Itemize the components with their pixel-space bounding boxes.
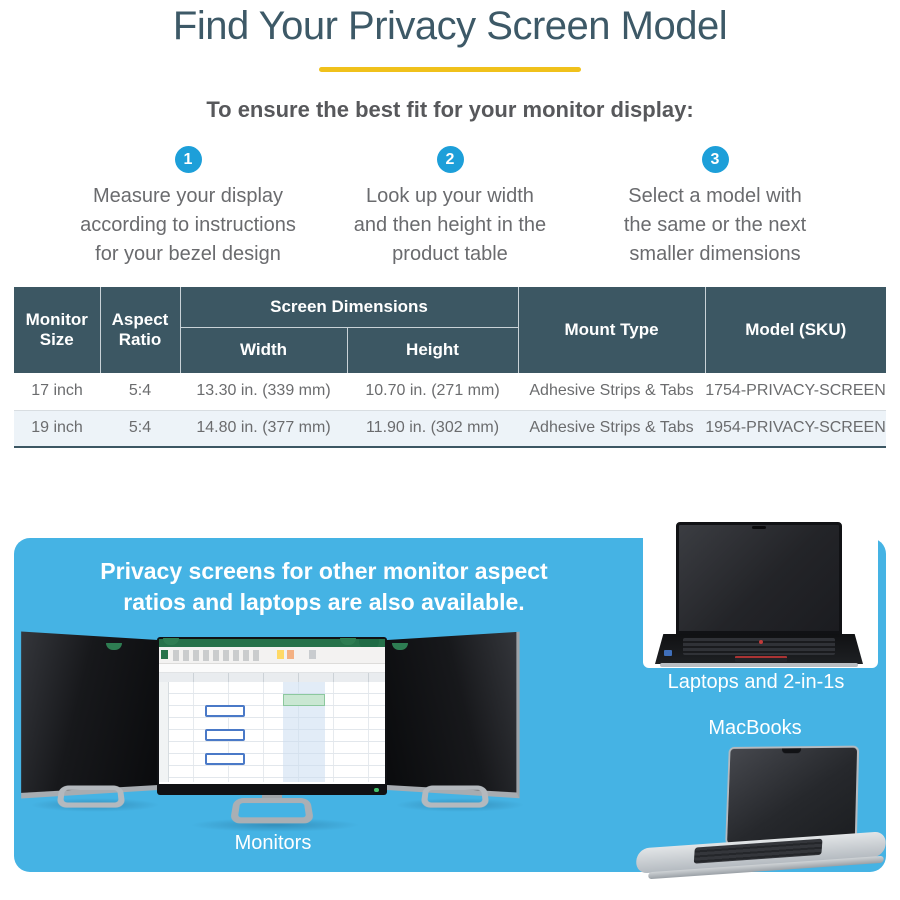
macbook-keyboard [693, 838, 823, 864]
excel-formula-bar [159, 664, 385, 673]
step-3-number-badge: 3 [701, 146, 729, 173]
table-row-19-inch: 19 inch 5:4 14.80 in. (377 mm) 11.90 in.… [14, 409, 886, 448]
cell-monitor-size: 17 inch [14, 373, 100, 410]
col-header-model-sku: Model (SKU) [704, 287, 886, 373]
col-header-mount-type: Mount Type [517, 287, 705, 373]
step-3-line-3: smaller dimensions [629, 243, 801, 265]
monitors-label: Monitors [234, 832, 312, 854]
excel-file-tab [161, 650, 168, 659]
excel-style-chip-gray [309, 650, 316, 659]
monitor-power-led [374, 788, 379, 792]
step-3-line-2: the same or the next [623, 214, 807, 236]
privacy-tab-center-right [340, 638, 356, 645]
monitor-center-shadow [190, 818, 360, 832]
excel-ribbon-buttons [173, 650, 263, 661]
excel-green-cell [283, 694, 325, 706]
cell-model-sku: 1754-PRIVACY-SCREEN [705, 373, 886, 410]
trackpoint-dot [759, 640, 763, 644]
col-header-aspect-ratio: Aspect Ratio [99, 287, 180, 373]
monitor-left-shadow [30, 798, 160, 812]
monitor-right-shadow [395, 798, 525, 812]
step-2-number-badge: 2 [436, 146, 464, 173]
page-title: Find Your Privacy Screen Model [172, 4, 728, 48]
excel-spreadsheet-screen [159, 639, 385, 784]
left-privacy-monitor-image [21, 631, 158, 799]
left-monitor-stand [56, 785, 126, 808]
excel-selected-cell-3 [205, 753, 245, 765]
laptop-keyboard [683, 638, 835, 655]
laptop-trackpad [735, 656, 787, 662]
macbooks-label: MacBooks [708, 717, 802, 739]
laptop-front-edge [660, 663, 858, 667]
step-1-line-2: according to instructions [80, 214, 296, 236]
excel-grid [159, 682, 385, 782]
cell-monitor-size: 19 inch [14, 409, 100, 448]
privacy-tab-left-monitor [106, 643, 122, 650]
excel-selected-cell-1 [205, 705, 245, 717]
excel-column-headers [159, 673, 385, 682]
center-monitor-image [157, 637, 387, 795]
macbook-camera-notch [781, 748, 802, 754]
title-underline-rule [319, 67, 581, 72]
availability-heading: Privacy screens for other monitor aspect… [44, 556, 604, 618]
excel-ribbon [159, 647, 385, 664]
col-header-height: Height [346, 327, 518, 373]
cell-height: 10.70 in. (271 mm) [347, 373, 518, 410]
cell-aspect-ratio: 5:4 [100, 373, 180, 410]
laptop-cpu-sticker [664, 650, 672, 656]
availability-heading-line-2: ratios and laptops are also available. [123, 589, 525, 615]
step-2-line-1: Look up your width [366, 185, 534, 207]
cell-model-sku: 1954-PRIVACY-SCREEN [705, 409, 886, 448]
step-3: 3 Select a model with the same or the ne… [575, 146, 855, 269]
laptops-label: Laptops and 2-in-1s [667, 671, 845, 693]
step-1-line-3: for your bezel design [95, 243, 281, 265]
step-1: 1 Measure your display according to inst… [48, 146, 328, 269]
step-1-text: Measure your display according to instru… [48, 182, 328, 269]
table-row-17-inch: 17 inch 5:4 13.30 in. (339 mm) 10.70 in.… [14, 373, 886, 410]
page-subtitle: To ensure the best fit for your monitor … [206, 97, 694, 122]
step-1-line-1: Measure your display [92, 185, 284, 207]
step-2-line-2: and then height in the [353, 214, 547, 236]
right-monitor-stand [420, 785, 490, 808]
cell-height: 11.90 in. (302 mm) [347, 409, 518, 448]
privacy-tab-center-left [163, 638, 179, 645]
step-2-text: Look up your width and then height in th… [310, 182, 590, 269]
step-3-text: Select a model with the same or the next… [575, 182, 855, 269]
excel-selected-cell-2 [205, 729, 245, 741]
laptop-webcam [752, 526, 766, 529]
model-table: Monitor Size Aspect Ratio Screen Dimensi… [14, 287, 886, 448]
right-privacy-monitor-image [387, 631, 520, 799]
step-3-line-1: Select a model with [628, 185, 802, 207]
privacy-tab-right-monitor [392, 643, 408, 650]
col-header-screen-dimensions: Screen Dimensions [179, 287, 518, 328]
col-header-width: Width [179, 327, 347, 373]
cell-mount-type: Adhesive Strips & Tabs [518, 373, 705, 410]
step-2: 2 Look up your width and then height in … [310, 146, 590, 269]
col-header-monitor-size: Monitor Size [14, 287, 100, 373]
cell-aspect-ratio: 5:4 [100, 409, 180, 448]
laptop-keyboard-base [655, 634, 863, 664]
cell-mount-type: Adhesive Strips & Tabs [518, 409, 705, 448]
center-monitor-neck [262, 792, 282, 802]
center-monitor-stand [229, 798, 315, 824]
availability-heading-line-1: Privacy screens for other monitor aspect [100, 558, 548, 584]
excel-style-chip-yellow [277, 650, 284, 659]
cell-width: 13.30 in. (339 mm) [180, 373, 347, 410]
step-1-number-badge: 1 [174, 146, 202, 173]
laptop-screen-image [676, 522, 842, 634]
excel-style-chip-orange [287, 650, 294, 659]
cell-width: 14.80 in. (377 mm) [180, 409, 347, 448]
step-2-line-3: product table [392, 243, 508, 265]
